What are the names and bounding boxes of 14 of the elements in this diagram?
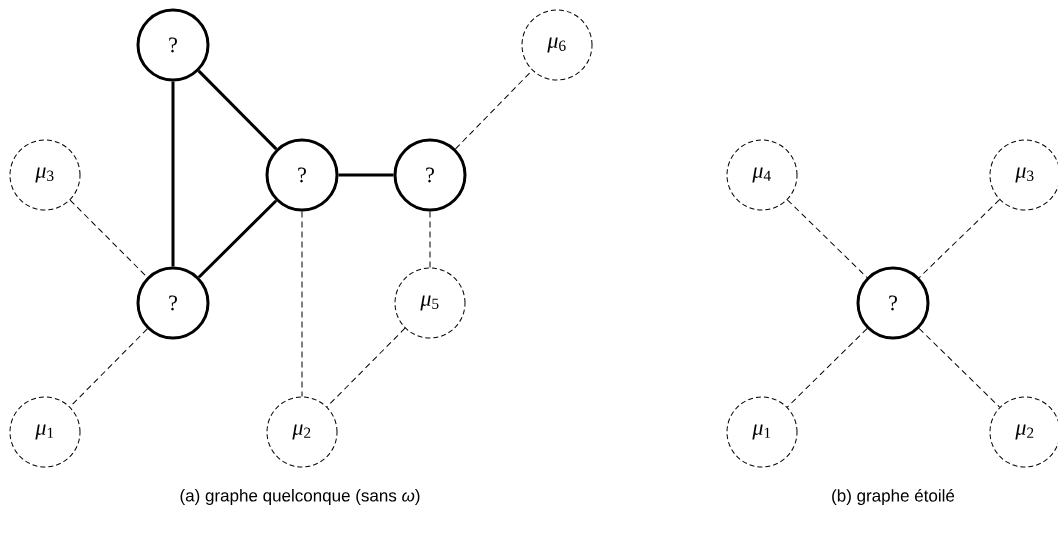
edge-line (786, 199, 868, 278)
edge-line (171, 81, 175, 267)
edge-line (197, 199, 278, 279)
edge-line (338, 173, 394, 177)
edge-line (429, 211, 431, 268)
edge-line (301, 211, 303, 397)
subfigure-caption: (a) graphe quelconque (sans ω) (180, 489, 420, 505)
edge-line (69, 199, 148, 278)
edge-line (197, 69, 278, 151)
edge-line (786, 328, 868, 408)
edge-line (326, 327, 406, 408)
edge-line (918, 328, 1001, 408)
subfigure-caption: (b) graphe étoilé (832, 489, 955, 506)
edge-line (918, 199, 1000, 279)
